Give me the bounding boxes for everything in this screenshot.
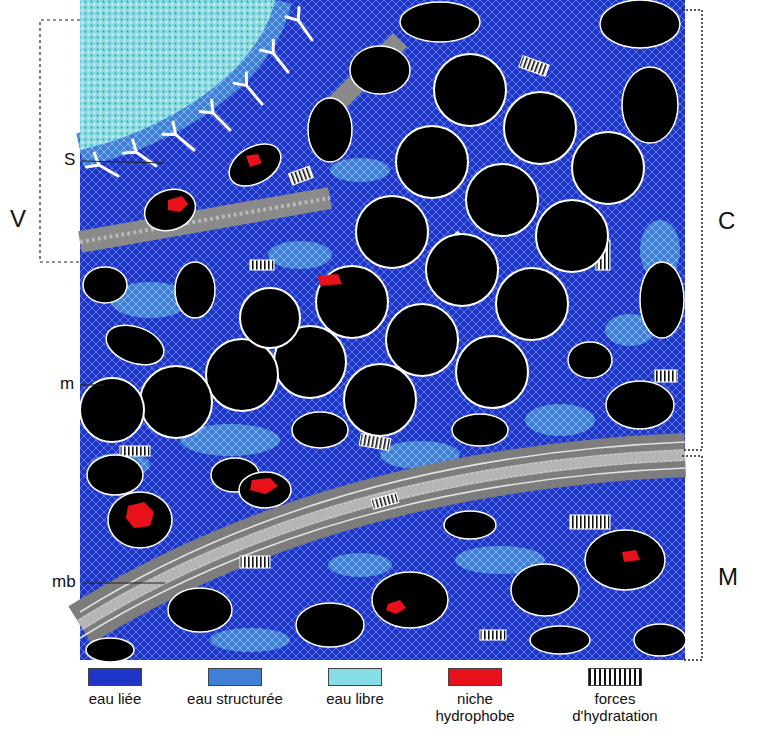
legend-text: forces d'hydratation (560, 690, 670, 725)
legend-text: eau structurée (180, 690, 290, 707)
free-water (80, 0, 275, 150)
legend-item: eau liée (60, 668, 170, 707)
legend-item: eau structurée (180, 668, 290, 707)
macromolecule (83, 0, 686, 662)
membrane (80, 40, 685, 638)
part-label: S (62, 151, 77, 170)
legend-swatch (208, 668, 262, 686)
hydration-force (120, 56, 677, 640)
legend-text: eau liée (60, 690, 170, 707)
leader-line (80, 161, 165, 583)
legend-swatch (448, 668, 502, 686)
part-label: C (716, 208, 737, 234)
hydrophobic-niche (126, 154, 640, 614)
part-label: mb (50, 573, 78, 592)
bracket (40, 10, 702, 660)
legend-swatch (328, 668, 382, 686)
part-label: m (58, 375, 76, 394)
legend-text: niche hydrophobe (420, 690, 530, 725)
part-label: V (8, 206, 28, 232)
legend-text: eau libre (300, 690, 410, 707)
surface-strand (86, 8, 318, 183)
legend-item: forces d'hydratation (560, 668, 670, 725)
globular-protein (80, 54, 644, 442)
legend-swatch (588, 668, 642, 686)
legend-item: niche hydrophobe (420, 668, 530, 725)
legend-item: eau libre (300, 668, 410, 707)
legend-swatch (88, 668, 142, 686)
part-label: M (716, 564, 740, 590)
bound-water (80, 0, 685, 660)
